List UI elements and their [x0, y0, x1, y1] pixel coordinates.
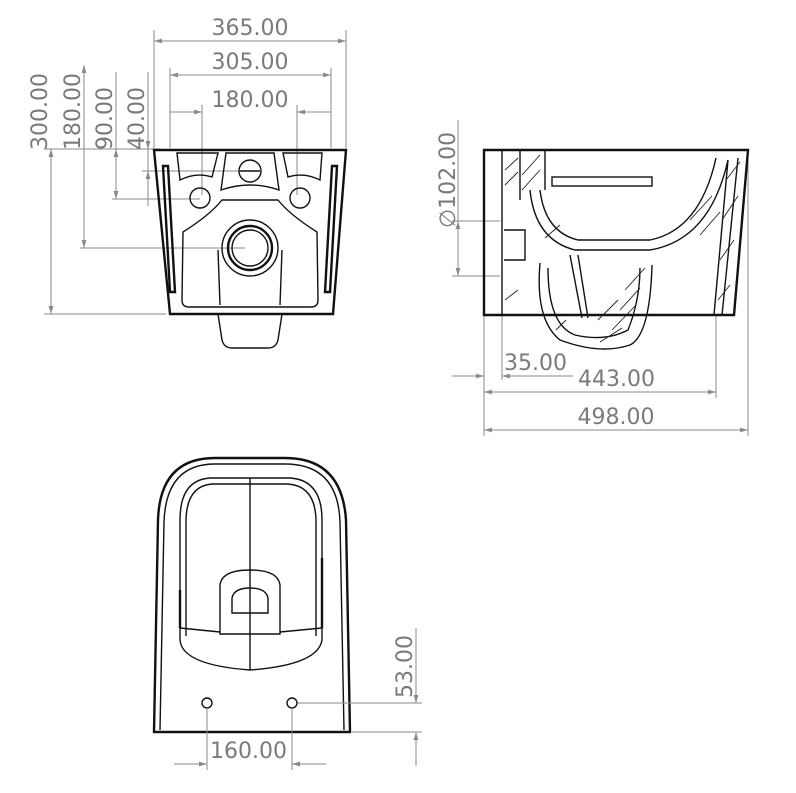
dim-160: 160.00	[210, 739, 287, 764]
dim-diameter-102: ∅102.00	[436, 132, 461, 228]
side-section-view: ∅102.00 35.00 443.00 498.00	[436, 120, 750, 436]
dim-443: 443.00	[578, 367, 655, 392]
dim-180-v: 180.00	[61, 73, 86, 150]
bottom-view: 53.00 160.00	[152, 456, 422, 770]
dim-300: 300.00	[28, 73, 53, 150]
rear-view: 365.00 305.00 180.00 300.00 180.00 90.00…	[28, 16, 348, 349]
dim-53: 53.00	[393, 635, 418, 698]
dim-305: 305.00	[212, 50, 289, 75]
dim-90: 90.00	[93, 87, 118, 150]
dim-498: 498.00	[578, 405, 655, 430]
dim-40: 40.00	[125, 87, 150, 150]
dim-365: 365.00	[212, 16, 289, 41]
dim-180-h: 180.00	[212, 88, 289, 113]
dim-35: 35.00	[504, 351, 567, 376]
